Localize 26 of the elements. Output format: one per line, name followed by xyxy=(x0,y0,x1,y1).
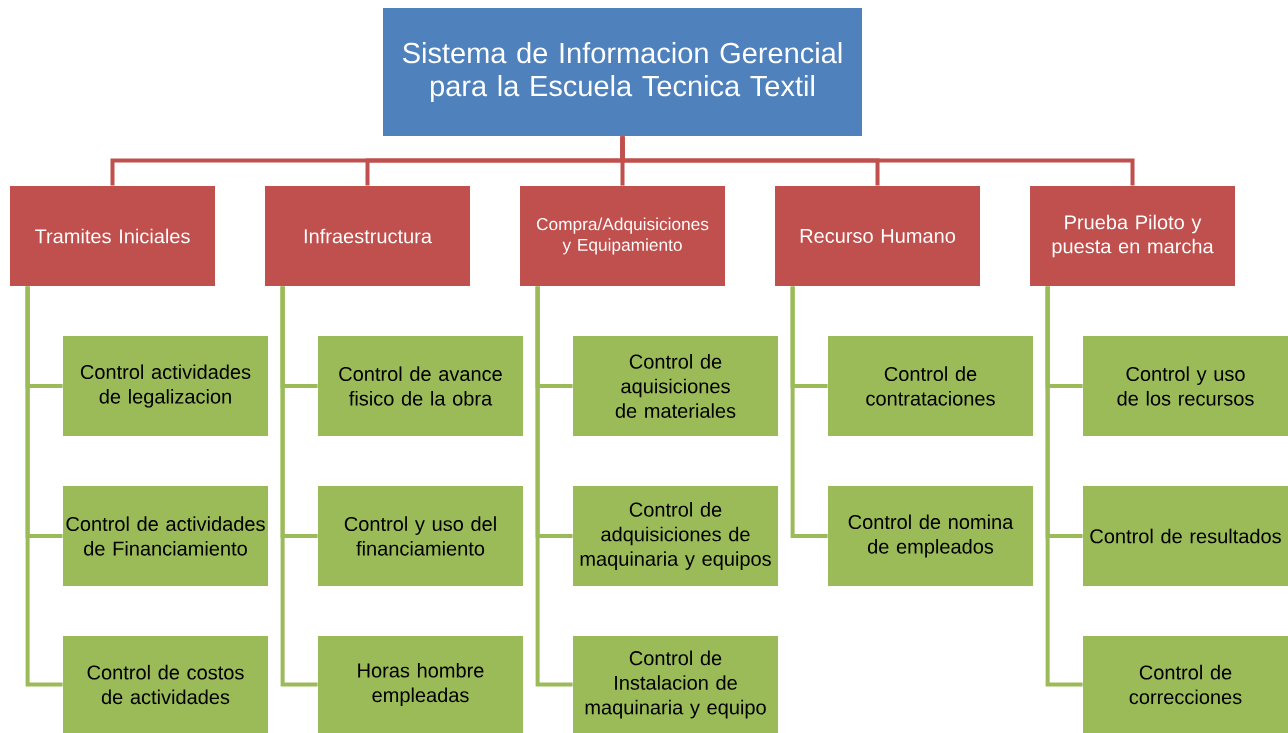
connector-line xyxy=(280,286,318,687)
task-box: Control de contrataciones xyxy=(828,336,1033,436)
category-box: Tramites Iniciales xyxy=(10,186,215,286)
task-box: Control actividades de legalizacion xyxy=(63,336,268,436)
task-box: Control de nomina de empleados xyxy=(828,486,1033,586)
task-box: Control de costos de actividades xyxy=(63,636,268,733)
task-box: Control de actividades de Financiamiento xyxy=(63,486,268,586)
title-box: Sistema de Informacion Gerencial para la Escuela Tecnica Textil xyxy=(383,8,862,136)
task-box: Control y uso del financiamiento xyxy=(318,486,523,586)
category-box: Infraestructura xyxy=(265,186,470,286)
task-box: Horas hombre empleadas xyxy=(318,636,523,733)
category-box: Prueba Piloto y puesta en marcha xyxy=(1030,186,1235,286)
connector-line xyxy=(25,286,63,687)
task-box: Control de avance fisico de la obra xyxy=(318,336,523,436)
connector-line xyxy=(1045,286,1083,687)
task-box: Control de adquisiciones de maquinaria y equipos xyxy=(573,486,778,586)
task-box: Control de resultados xyxy=(1083,486,1288,586)
category-box: Recurso Humano xyxy=(775,186,980,286)
task-box: Control de Instalacion de maquinaria y equipo xyxy=(573,636,778,733)
connector-line xyxy=(620,136,1135,186)
connector-line xyxy=(535,286,573,687)
task-box: Control de correcciones xyxy=(1083,636,1288,733)
connector-line xyxy=(790,286,828,538)
category-box: Compra/Adquisiciones y Equipamiento xyxy=(520,186,725,286)
task-box: Control y uso de los recursos xyxy=(1083,336,1288,436)
task-box: Control de aquisiciones de materiales xyxy=(573,336,778,436)
